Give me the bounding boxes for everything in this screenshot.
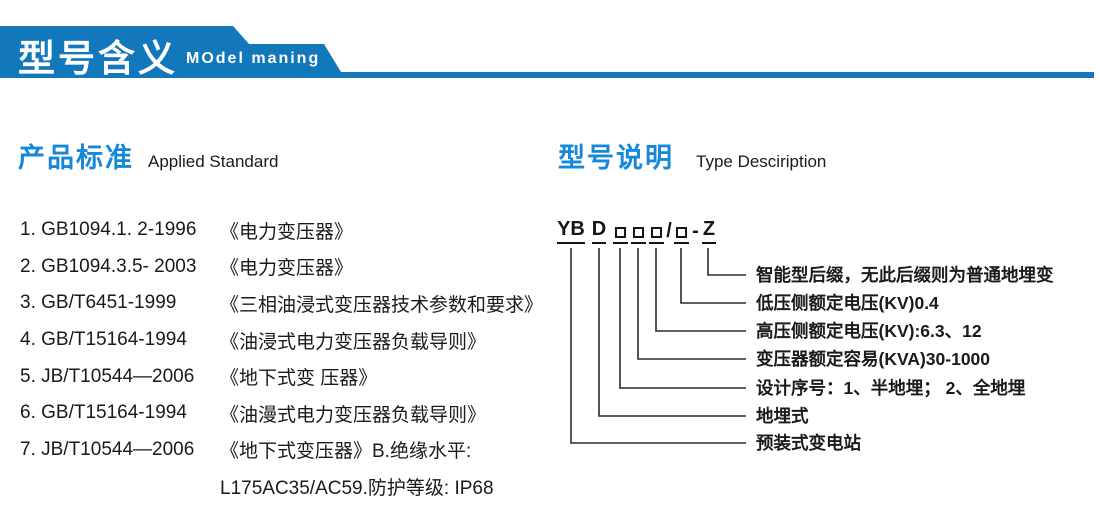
model-code: YB D / - Z (557, 219, 716, 244)
diagram-label-design-no: 设计序号：1、半地埋； 2、全地埋 (756, 378, 1026, 398)
placeholder-box-icon (651, 227, 662, 238)
standard-item: 2. GB1094.3.5- 2003 《电力变压器》 (20, 249, 550, 286)
standard-code: 2. GB1094.3.5- 2003 (20, 255, 197, 277)
standard-title: 《三相油浸式变压器技术参数和要求》 (220, 294, 544, 316)
model-part-z: Z (702, 219, 716, 244)
standard-code: 7. JB/T10544—2006 (20, 438, 195, 460)
standard-item-continuation: L175AC35/AC59.防护等级: IP68 (20, 468, 550, 505)
banner-shape (0, 26, 1094, 78)
standard-title: 《电力变压器》 (220, 221, 354, 243)
placeholder-box-icon (633, 227, 644, 238)
model-part-box2 (631, 219, 646, 244)
model-part-box3 (649, 219, 664, 244)
model-part-d: D (592, 219, 606, 244)
standard-item: 1. GB1094.1. 2-1996 《电力变压器》 (20, 212, 550, 249)
standard-title: 《油漫式电力变压器负载导则》 (220, 404, 487, 426)
placeholder-box-icon (676, 227, 687, 238)
diagram-label-capacity: 变压器额定容易(KVA)30-1000 (756, 349, 991, 369)
standards-section-heading: 产品标准 Applied Standard (18, 136, 278, 175)
model-heading-en: Type Desciription (696, 152, 827, 171)
diagram-label-prefab-substation: 预装式变电站 (756, 433, 861, 453)
diagram-label-hv-voltage: 高压侧额定电压(KV):6.3、12 (756, 321, 982, 341)
standard-title: 《地下式变 压器》 (220, 368, 378, 390)
standards-heading-en: Applied Standard (148, 152, 279, 171)
standard-title: 《地下式变压器》B.绝缘水平: (220, 441, 472, 463)
standard-code: 5. JB/T10544—2006 (20, 365, 195, 387)
page-title: 型号含义 (18, 38, 178, 79)
standard-title: 《电力变压器》 (220, 258, 354, 280)
diagram-label-lv-voltage: 低压侧额定电压(KV)0.4 (756, 293, 939, 313)
standard-code: 4. GB/T15164-1994 (20, 329, 187, 351)
standard-item: 6. GB/T15164-1994 《油漫式电力变压器负载导则》 (20, 395, 550, 432)
model-section-heading: 型号说明 Type Desciription (558, 136, 826, 175)
standard-item: 5. JB/T10544—2006 《地下式变 压器》 (20, 358, 550, 395)
model-part-slash: / (666, 220, 672, 242)
standard-item: 3. GB/T6451-1999 《三相油浸式变压器技术参数和要求》 (20, 285, 550, 322)
placeholder-box-icon (615, 227, 626, 238)
model-part-box4 (674, 219, 689, 244)
standard-item: 7. JB/T10544—2006 《地下式变压器》B.绝缘水平: (20, 432, 550, 469)
standard-title: 《油浸式电力变压器负载导则》 (220, 331, 487, 353)
standard-title-continuation: L175AC35/AC59.防护等级: IP68 (220, 477, 494, 499)
standard-code: 3. GB/T6451-1999 (20, 292, 177, 314)
standard-code: 1. GB1094.1. 2-1996 (20, 219, 197, 241)
model-heading-zh: 型号说明 (558, 143, 674, 173)
model-part-dash: - (692, 220, 699, 242)
standard-item: 4. GB/T15164-1994 《油浸式电力变压器负载导则》 (20, 322, 550, 359)
standard-code: 6. GB/T15164-1994 (20, 402, 187, 424)
model-part-yb: YB (557, 219, 585, 244)
diagram-label-z: 智能型后缀，无此后缀则为普通地埋变 (756, 265, 1054, 285)
model-part-box1 (613, 219, 628, 244)
page-subtitle: MOdel maning (186, 50, 321, 67)
standards-heading-zh: 产品标准 (18, 143, 134, 173)
standards-list: 1. GB1094.1. 2-1996 《电力变压器》 2. GB1094.3.… (20, 212, 550, 505)
diagram-label-buried-type: 地埋式 (756, 406, 809, 426)
